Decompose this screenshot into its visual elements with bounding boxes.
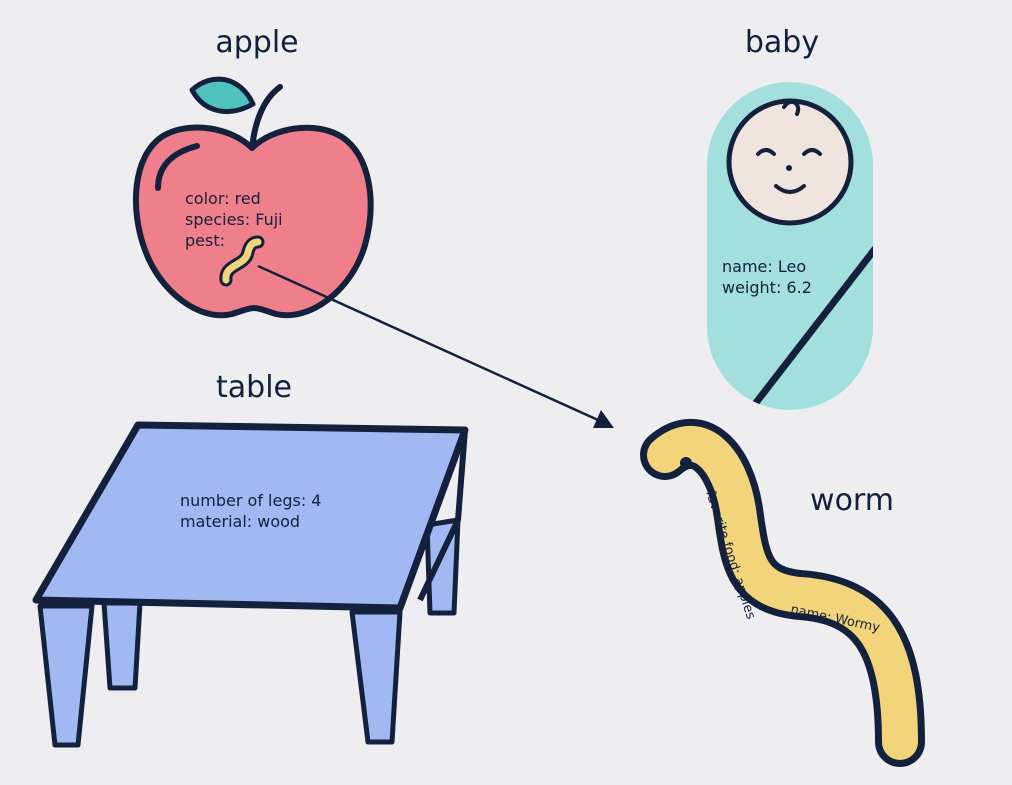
table-object: table number of legs: 4 material: wood [32,370,469,748]
baby-attr-weight: weight: 6.2 [722,278,812,297]
worm-object: worm favorite food: apples name: Wormy [640,419,925,767]
table-attr-material: material: wood [180,512,300,531]
baby-title: baby [745,25,819,60]
apple-attr-pest: pest: [185,231,225,250]
worm-icon [640,419,925,767]
worm-title: worm [810,483,894,518]
table-title: table [216,370,292,405]
baby-icon [707,82,873,410]
baby-attr-name: name: Leo [722,257,806,276]
leaf-icon [189,76,256,114]
table-attr-legs: number of legs: 4 [180,491,321,510]
apple-title: apple [215,25,298,60]
arrow-icon [257,264,614,428]
pest-worm-icon [219,235,265,287]
apple-attr-color: color: red [185,189,261,208]
baby-object: baby name: Leo weight: 6.2 [707,25,873,410]
worm-eye-icon [680,457,692,469]
apple-attr-species: species: Fuji [185,210,283,229]
apple-icon [132,76,374,319]
table-icon [32,421,469,748]
apple-object: apple color: red species: Fuji pest: [132,25,374,319]
